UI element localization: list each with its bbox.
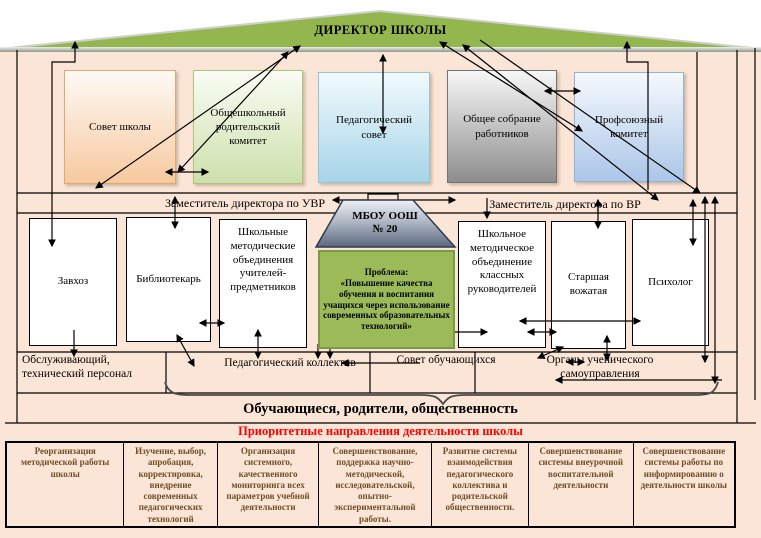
priority-cell: Совершенствование системы внеурочной вос…: [528, 443, 632, 526]
priority-cell: Развитие системы взаимодействия педагоги…: [430, 443, 528, 526]
problem-text: «Повышение качества обучения и воспитани…: [323, 277, 450, 332]
community-label: Обучающиеся, родители, общественность: [243, 401, 518, 417]
priority-cell: Совершенствование, поддержка научно-мето…: [318, 443, 430, 526]
school-name: МБОУ ООШ № 20: [330, 210, 440, 236]
psychologist-label: Психолог: [648, 275, 693, 288]
priorities-table: Реорганизация методической работы школы …: [5, 441, 736, 528]
pedagogical-staff-label: Педагогический коллектив: [224, 357, 356, 369]
priority-cell: Организация системного, качественного мо…: [216, 443, 318, 526]
self-government-label: Органы ученического самоуправления: [546, 354, 654, 380]
librarian-label: Библиотекарь: [136, 272, 201, 285]
service-staff-label: Обслуживающий, технический персонал: [22, 354, 133, 380]
trade-union-box: Профсоюзный комитет: [574, 72, 684, 182]
school-number: № 20: [372, 223, 398, 236]
deputy-uvr-label: Заместитель директора по УВР: [164, 196, 326, 210]
workers-assembly-label: Общее собрание работников: [463, 113, 541, 140]
class-teachers-association-label: Школьное методическое объединение классн…: [467, 228, 537, 295]
students-council-label: Совет обучающихся: [396, 354, 496, 366]
priority-cell: Изучение, выбор, апробация, корректировк…: [123, 443, 216, 526]
school-council-label: Совет школы: [89, 120, 151, 133]
school-name-line1: МБОУ ООШ: [352, 210, 418, 222]
deputy-vr-label: Заместитель директора по ВР: [489, 197, 641, 211]
class-teachers-association-box: Школьное методическое объединение классн…: [458, 221, 546, 348]
trade-union-label: Профсоюзный комитет: [594, 113, 664, 140]
subject-teachers-association-box: Школьные методические объединения учител…: [219, 219, 307, 348]
parents-committee-box: Общешкольный родительский комитет: [193, 70, 303, 184]
pedagogical-council-box: Педагогический совет: [318, 72, 430, 183]
parents-committee-label: Общешкольный родительский комитет: [210, 106, 286, 148]
priority-cell: Совершенствование системы работы по инфо…: [632, 443, 734, 526]
supply-manager-label: Завхоз: [57, 275, 89, 288]
problem-title: Проблема:: [364, 266, 409, 277]
supply-manager-box: Завхоз: [29, 218, 117, 346]
director-title: ДИРЕКТОР ШКОЛЫ: [314, 23, 447, 37]
priority-cell: Реорганизация методической работы школы: [21, 446, 110, 479]
senior-counselor-label: Старшая вожатая: [568, 271, 609, 297]
priorities-title: Приоритетные направления деятельности шк…: [238, 424, 523, 438]
subject-teachers-association-label: Школьные методические объединения учител…: [230, 226, 296, 293]
problem-box: Проблема: «Повышение качества обучения и…: [318, 250, 455, 349]
senior-counselor-box: Старшая вожатая: [551, 221, 626, 349]
psychologist-box: Психолог: [632, 219, 709, 346]
workers-assembly-box: Общее собрание работников: [447, 70, 557, 183]
school-council-box: Совет школы: [64, 70, 176, 184]
librarian-box: Библиотекарь: [126, 217, 211, 342]
pedagogical-council-label: Педагогический совет: [336, 114, 412, 141]
